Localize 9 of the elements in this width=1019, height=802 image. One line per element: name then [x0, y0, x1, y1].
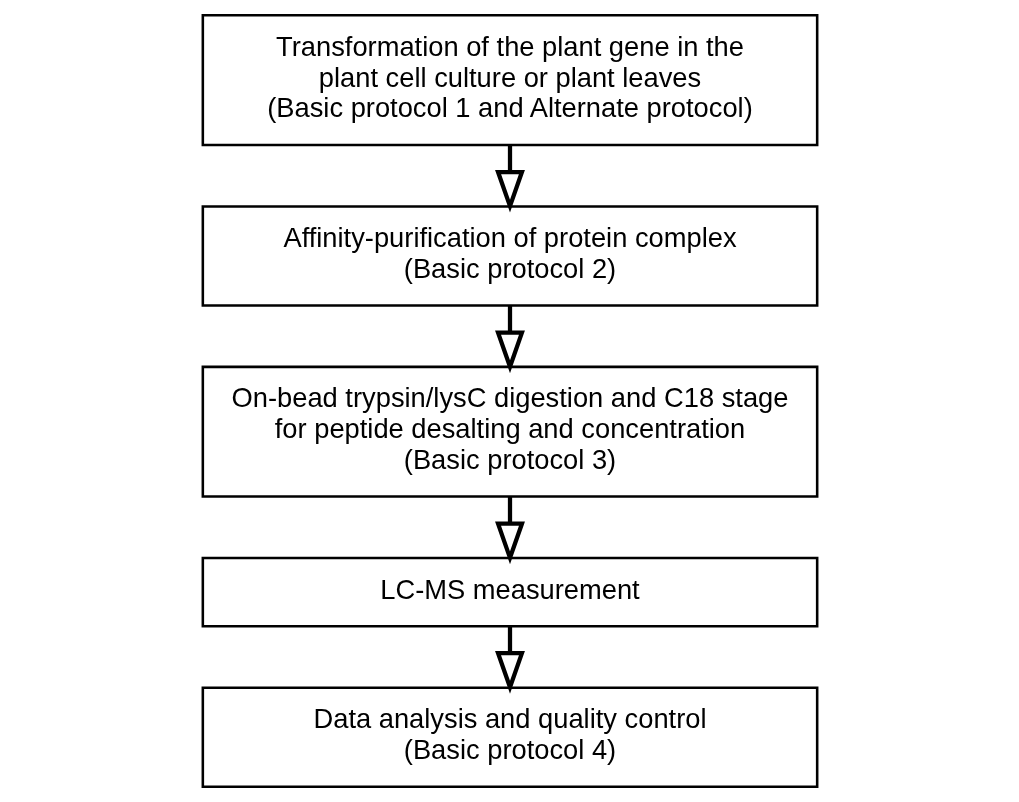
node-box: On-bead trypsin/lysC digestion and C18 stage for peptide desalting and concentration (Basic protocol 3): [201, 365, 818, 498]
arrow: [494, 145, 525, 213]
node-box: LC-MS measurement: [201, 556, 818, 628]
arrow: [494, 496, 525, 565]
node-box: Transformation of the plant gene in the plant cell culture or plant leaves (Basic protocol 1 and Alternate protocol): [201, 14, 818, 147]
arrow: [494, 305, 525, 374]
node-box: Data analysis and quality control (Basic protocol 4): [201, 686, 818, 788]
arrow: [494, 626, 525, 694]
node-box: Affinity-purification of protein complex (Basic protocol 2): [201, 205, 818, 307]
